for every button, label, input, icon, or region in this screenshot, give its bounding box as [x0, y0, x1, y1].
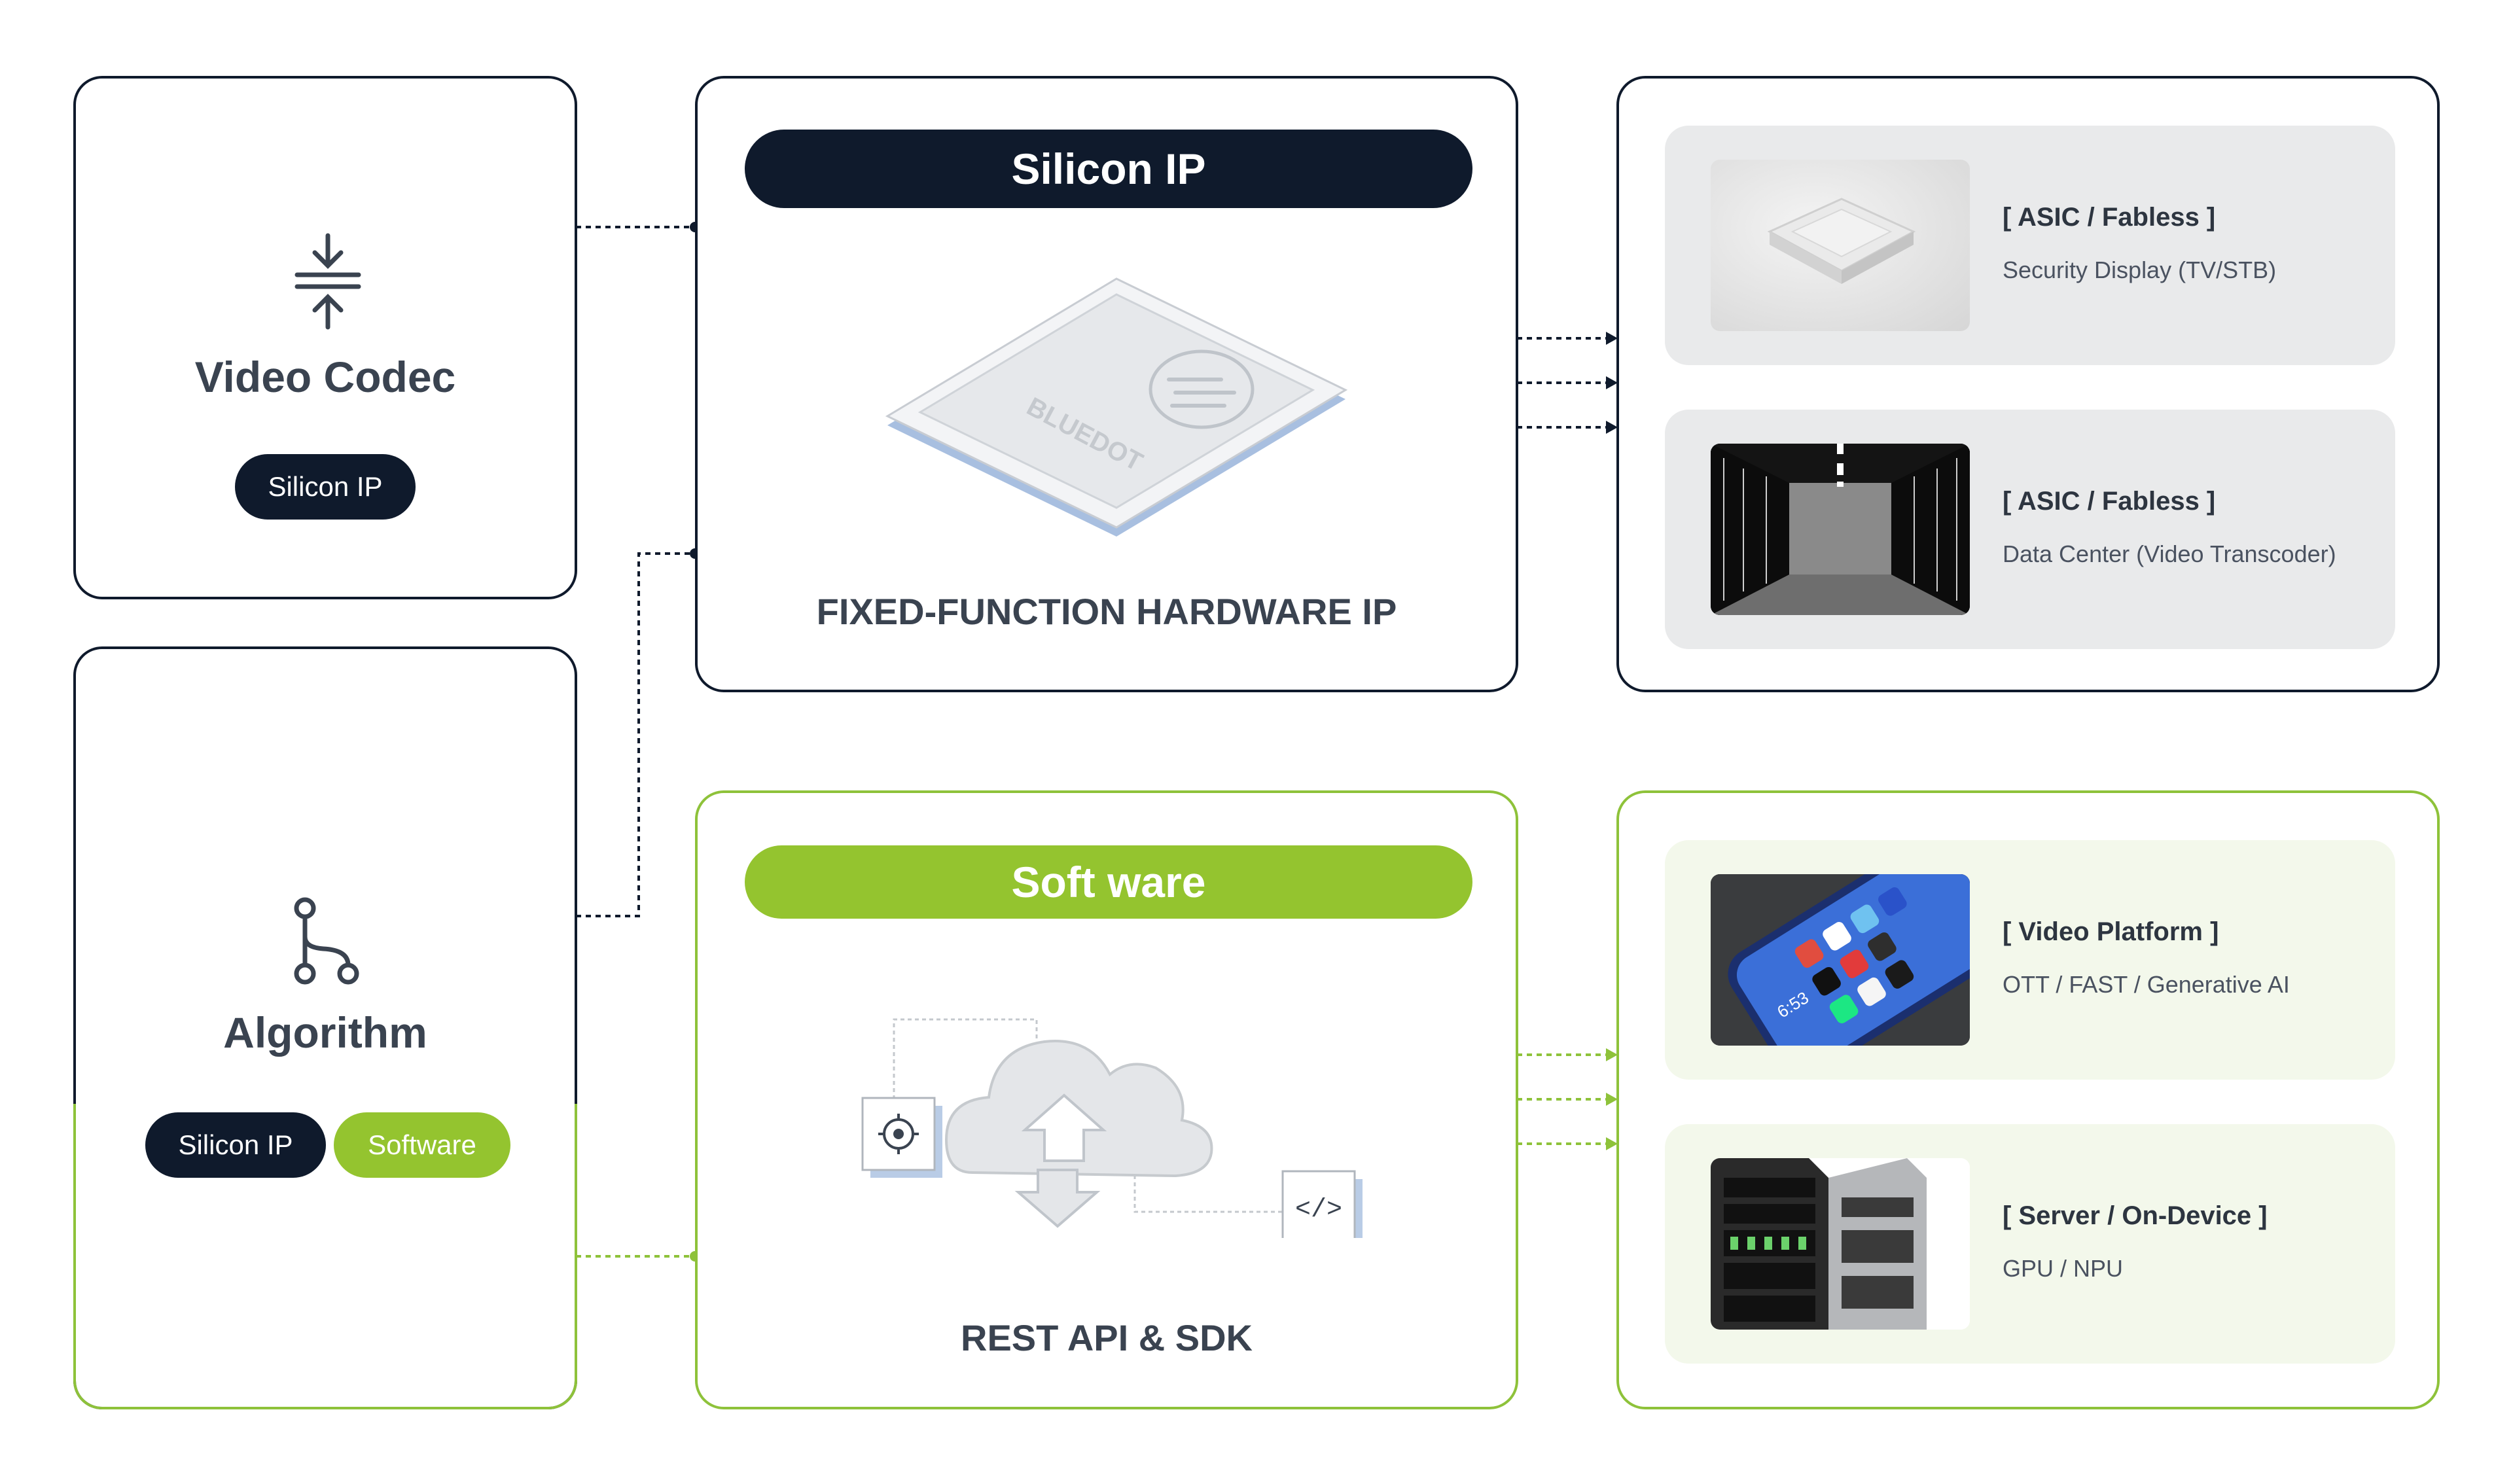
target-desc: Data Center (Video Transcoder) [2003, 540, 2336, 567]
target-tag: [ Video Platform ] [2003, 917, 2219, 946]
phone-photo: 6:53 [1711, 874, 1970, 1046]
chip-photo [1711, 160, 1970, 331]
chip-illustration: BLUEDOT [885, 277, 1348, 537]
cloud-api-illustration: </> [861, 1018, 1363, 1238]
target-tag: [ ASIC / Fabless ] [2003, 487, 2216, 516]
silicon-ip-card[interactable]: Silicon IP BLUEDOT FIXED-FUNCTION HARDWA… [695, 76, 1518, 692]
target-desc: Security Display (TV/STB) [2003, 256, 2277, 283]
software-caption: REST API & SDK [961, 1317, 1253, 1358]
target-desc: OTT / FAST / Generative AI [2003, 971, 2290, 998]
video-codec-card[interactable]: Video Codec Silicon IP [73, 76, 577, 599]
video-codec-title: Video Codec [194, 353, 456, 401]
algorithm-title: Algorithm [223, 1008, 427, 1057]
silicon-ip-header: Silicon IP [745, 130, 1472, 208]
svg-text:</>: </> [1295, 1195, 1342, 1225]
branch-icon [294, 897, 359, 985]
target-tag: [ Server / On-Device ] [2003, 1201, 2268, 1230]
compress-icon [294, 233, 361, 330]
datacenter-photo [1711, 444, 1970, 615]
software-header: Soft ware [745, 845, 1472, 919]
target-panel[interactable]: [ ASIC / Fabless ] Data Center (Video Tr… [1665, 410, 2395, 649]
algorithm-card[interactable]: Algorithm Silicon IP Software [73, 646, 577, 1409]
target-panel[interactable]: [ ASIC / Fabless ] Security Display (TV/… [1665, 126, 2395, 365]
target-panel[interactable]: 6:53 [ Video Platform ] OTT / FAST / Gen… [1665, 840, 2395, 1080]
target-panel[interactable]: [ Server / On-Device ] GPU / NPU [1665, 1124, 2395, 1364]
silicon-caption: FIXED-FUNCTION HARDWARE IP [816, 591, 1397, 632]
software-badge[interactable]: Software [334, 1112, 510, 1178]
target-desc: GPU / NPU [2003, 1255, 2124, 1282]
server-rack-photo [1711, 1158, 1970, 1330]
target-tag: [ ASIC / Fabless ] [2003, 203, 2216, 232]
software-card[interactable]: Soft ware </> REST API & SDK [695, 790, 1518, 1409]
software-targets-card: 6:53 [ Video Platform ] OTT / FAST / Gen… [1616, 790, 2440, 1409]
silicon-ip-badge[interactable]: Silicon IP [235, 454, 416, 520]
silicon-ip-badge[interactable]: Silicon IP [145, 1112, 326, 1178]
silicon-targets-card: [ ASIC / Fabless ] Security Display (TV/… [1616, 76, 2440, 692]
